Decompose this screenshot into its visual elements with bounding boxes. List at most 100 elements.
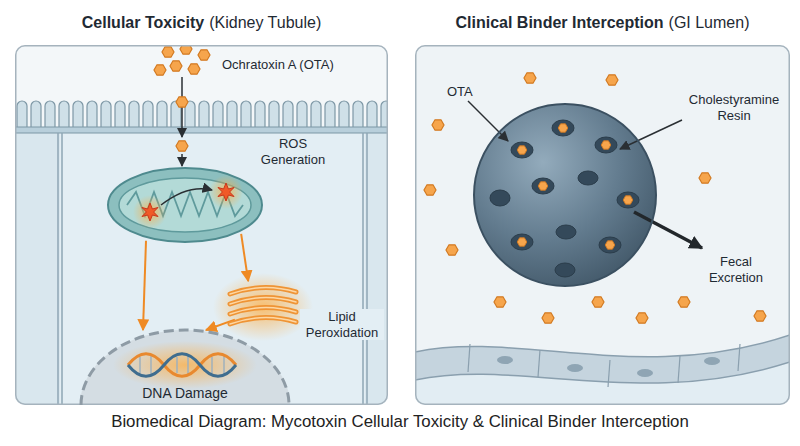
toxin-hexagon — [754, 311, 766, 321]
toxin-hexagon — [154, 65, 166, 75]
bound-toxin — [538, 182, 548, 190]
cell-junction — [57, 133, 59, 405]
toxin-hexagon — [424, 185, 436, 195]
apical-membrane — [15, 127, 388, 133]
microvilli — [15, 95, 388, 129]
lipid-organelle: Lipid Peroxidation — [226, 280, 300, 335]
panel-title: Clinical Binder Interception — [456, 14, 664, 31]
cell-nucleus — [637, 369, 653, 377]
dna-rung — [139, 357, 141, 373]
toxin-hexagon — [176, 141, 188, 151]
lipid-organelle-label: Lipid Peroxidation — [300, 309, 384, 340]
cell-nucleus — [704, 357, 720, 365]
pathway-arrow — [143, 241, 146, 330]
resin-bead-label: Cholestyramine Resin — [684, 92, 784, 123]
membrane-cisterna — [230, 307, 296, 314]
toxin-hexagon — [198, 50, 210, 60]
cell-nucleus — [567, 364, 583, 372]
toxin-hexagon — [162, 47, 174, 57]
toxin-hexagon — [524, 73, 536, 83]
toxin-hexagon — [446, 245, 458, 255]
excretion-label: Fecal Excretion — [697, 254, 775, 285]
cell-border — [608, 360, 610, 387]
excretion-arrow — [634, 212, 702, 248]
kidney-tubule-art — [15, 45, 388, 405]
membrane-cisterna — [230, 297, 296, 304]
panel-heading-row: Clinical Binder Interception(GI Lumen) — [415, 14, 790, 32]
nucleus-label: DNA Damage — [80, 385, 290, 402]
bound-toxin — [517, 146, 527, 154]
bound-toxin — [601, 141, 611, 149]
cell-junction — [362, 133, 364, 405]
resin-pore — [532, 178, 554, 194]
dna-rung — [150, 356, 152, 374]
damage-glow — [113, 341, 257, 389]
ros-glow — [133, 195, 167, 229]
dna-rung — [176, 357, 178, 373]
mitochondrion-label: ROS Generation — [254, 136, 332, 167]
membrane-cisterna — [230, 317, 296, 324]
panel-title: Cellular Toxicity — [82, 14, 204, 31]
panel-ground — [15, 45, 388, 405]
resin-pore — [617, 192, 639, 208]
resin-bead: Cholestyramine Resin — [473, 103, 657, 287]
panel-heading-row: Cellular Toxicity (Kidney Tubule) — [15, 14, 388, 32]
cell-border — [738, 344, 740, 371]
ros-spark — [218, 183, 234, 201]
membrane-cisterna — [230, 287, 296, 294]
nucleus-body — [80, 330, 290, 405]
gut-epithelium — [415, 335, 790, 383]
gi-lumen-art — [415, 45, 790, 405]
nucleus: DNA Damage — [80, 330, 290, 405]
bound-toxin — [517, 238, 527, 246]
cell-border — [468, 344, 470, 372]
toxin-hexagon — [494, 297, 506, 307]
toxin-hexagon — [432, 120, 444, 130]
bound-toxin — [623, 196, 633, 204]
mitochondrion-body — [108, 168, 262, 242]
dna-rung — [187, 356, 189, 374]
cell-borders — [468, 344, 740, 387]
figure-caption: Biomedical Diagram: Mycotoxin Cellular T… — [0, 412, 800, 432]
resin-pore — [552, 120, 574, 136]
bead-outline — [474, 104, 656, 286]
ros-glow — [209, 175, 243, 209]
mitochondrion: ROS Generation — [107, 167, 263, 243]
cell-border — [678, 356, 680, 383]
tissue-panel: Cellular Toxicity(Kidney Tubule)ROS Gene… — [15, 45, 388, 405]
neighbour-cell — [15, 132, 60, 405]
toxin-hexagon — [678, 297, 690, 307]
cisterna-highlight — [230, 287, 296, 294]
lipid-organelle-outline — [226, 280, 300, 335]
pathway-arrow — [241, 234, 248, 281]
cisterna-highlight — [230, 297, 296, 304]
leader-arrow — [620, 120, 682, 149]
bound-toxin — [558, 124, 568, 132]
resin-pore — [511, 234, 533, 250]
neighbour-cell — [365, 132, 388, 405]
ros-arrow — [161, 189, 212, 205]
toxin-label: Ochratoxin A (OTA) — [222, 57, 334, 73]
bound-toxin — [605, 241, 615, 249]
cell-border — [538, 350, 540, 377]
panel-subtitle: (Kidney Tubule) — [209, 14, 321, 31]
dna-rungs — [140, 356, 224, 374]
mitochondrion-outline — [107, 167, 263, 243]
peroxidation-glow — [213, 273, 313, 341]
toxin-hexagon — [606, 75, 618, 85]
cell-cytoplasm — [60, 132, 365, 405]
dna-strand — [128, 354, 236, 377]
toxin-hexagon — [699, 173, 711, 183]
toxin-label: OTA — [447, 84, 473, 100]
toxin-hexagon — [170, 61, 182, 71]
resin-pore — [555, 263, 575, 277]
ros-spark — [142, 203, 158, 221]
resin-pores — [490, 120, 639, 277]
resin-bead-outline — [473, 103, 657, 287]
resin-pore — [511, 142, 533, 158]
uptake-arrow — [181, 154, 183, 166]
toxin-hexagon — [180, 45, 192, 54]
cisterna-highlight — [230, 317, 296, 324]
